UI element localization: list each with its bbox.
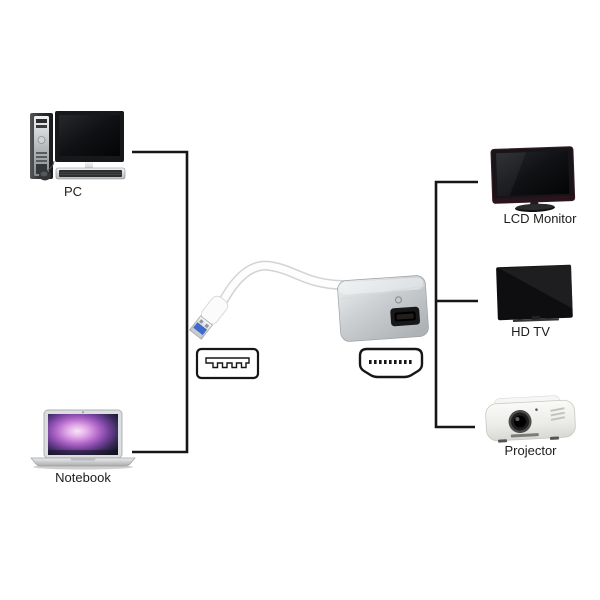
notebook-illustration	[30, 409, 136, 470]
hdmi-port-icon	[358, 347, 424, 379]
usb-hdmi-adapter	[188, 260, 429, 342]
projector-illustration	[485, 395, 576, 443]
output-connector-bracket	[434, 180, 478, 429]
source-connector-bracket	[132, 150, 189, 454]
lcd-monitor-label: LCD Monitor	[503, 211, 577, 226]
led-indicator	[394, 296, 403, 304]
pc-monitor	[55, 111, 124, 177]
adapter-body	[337, 275, 429, 342]
usb-connector	[188, 295, 229, 340]
pc-tower	[30, 113, 53, 179]
usb-port-icon	[195, 347, 260, 380]
notebook-label: Notebook	[55, 470, 111, 485]
pc-illustration	[30, 111, 126, 181]
hd-tv-illustration	[496, 264, 573, 322]
pc-keyboard	[55, 167, 126, 180]
hd-tv-label: HD TV	[511, 324, 550, 339]
lcd-monitor-illustration	[490, 146, 576, 213]
projector-label: Projector	[504, 443, 557, 458]
pc-mouse	[39, 160, 55, 181]
pc-label: PC	[63, 184, 83, 199]
hdmi-port	[390, 306, 421, 327]
